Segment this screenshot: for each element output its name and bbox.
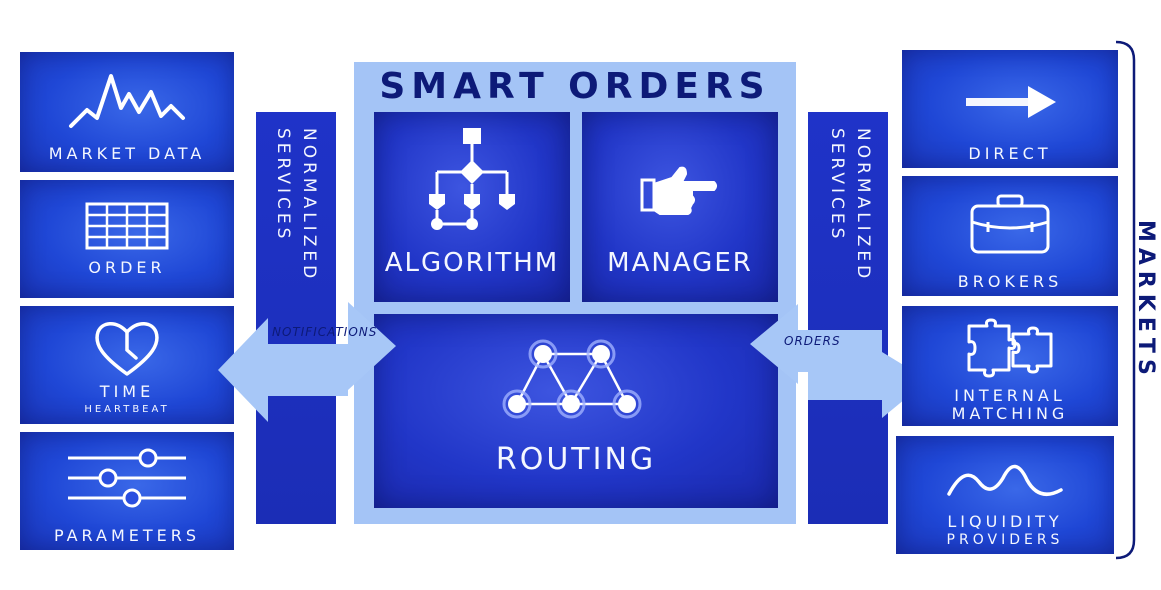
briefcase-icon xyxy=(902,192,1118,256)
line-chart-icon xyxy=(20,66,234,136)
routing-label: ROUTING xyxy=(495,442,657,477)
puzzle-icon xyxy=(902,318,1118,378)
panel-label: MARKET DATA xyxy=(48,144,206,163)
markets-label: MARKETS xyxy=(1133,219,1158,381)
right-normalized-services-bar xyxy=(808,112,888,524)
panel-parameters: PARAMETERS xyxy=(20,432,234,550)
left-bar-text-line2: SERVICES xyxy=(273,128,293,243)
right-bar-text-line1: NORMALIZED xyxy=(853,128,873,283)
routing-network-icon xyxy=(374,336,778,426)
panel-brokers: BROKERS xyxy=(902,176,1118,296)
algorithm-block: ALGORITHM xyxy=(374,112,570,302)
flowchart-icon xyxy=(374,124,570,234)
panel-sublabel: PROVIDERS xyxy=(946,532,1064,548)
panel-label: PARAMETERS xyxy=(53,526,201,545)
left-normalized-services-bar xyxy=(256,112,336,524)
sliders-icon xyxy=(20,446,234,510)
orders-arrow xyxy=(750,304,928,418)
orders-label: ORDERS xyxy=(784,334,841,348)
panel-label: DIRECT xyxy=(968,144,1052,163)
panel-label: ORDER xyxy=(88,258,166,277)
algorithm-label: ALGORITHM xyxy=(384,248,560,278)
manager-label: MANAGER xyxy=(607,248,753,278)
panel-label: LIQUIDITY xyxy=(947,512,1063,531)
panel-sublabel: HEARTBEAT xyxy=(84,404,170,415)
panel-market-data: MARKET DATA xyxy=(20,52,234,172)
panel-internal-matching: INTERNAL MATCHING xyxy=(902,306,1118,426)
routing-block: ROUTING xyxy=(374,314,778,508)
wave-icon xyxy=(896,454,1114,504)
arrow-right-icon xyxy=(902,80,1118,124)
grid-table-icon xyxy=(20,202,234,250)
panel-sublabel: MATCHING xyxy=(951,404,1069,423)
panel-time-heartbeat: TIME HEARTBEAT xyxy=(20,306,234,424)
notifications-arrow xyxy=(218,302,396,422)
left-bar-text-line1: NORMALIZED xyxy=(299,128,319,283)
panel-liquidity-providers: LIQUIDITY PROVIDERS xyxy=(896,436,1114,554)
heart-clock-icon xyxy=(20,318,234,378)
markets-bracket xyxy=(1115,40,1136,560)
panel-label: INTERNAL xyxy=(954,386,1066,405)
manager-block: MANAGER xyxy=(582,112,778,302)
panel-order: ORDER xyxy=(20,180,234,298)
right-bar-text-line2: SERVICES xyxy=(827,128,847,243)
panel-direct: DIRECT xyxy=(902,50,1118,168)
notifications-label: NOTIFICATIONS xyxy=(272,325,378,339)
smart-orders-title: SMART ORDERS xyxy=(379,66,771,107)
panel-label: BROKERS xyxy=(957,272,1063,291)
panel-label: TIME xyxy=(99,382,155,401)
pointing-hand-icon xyxy=(582,162,778,222)
